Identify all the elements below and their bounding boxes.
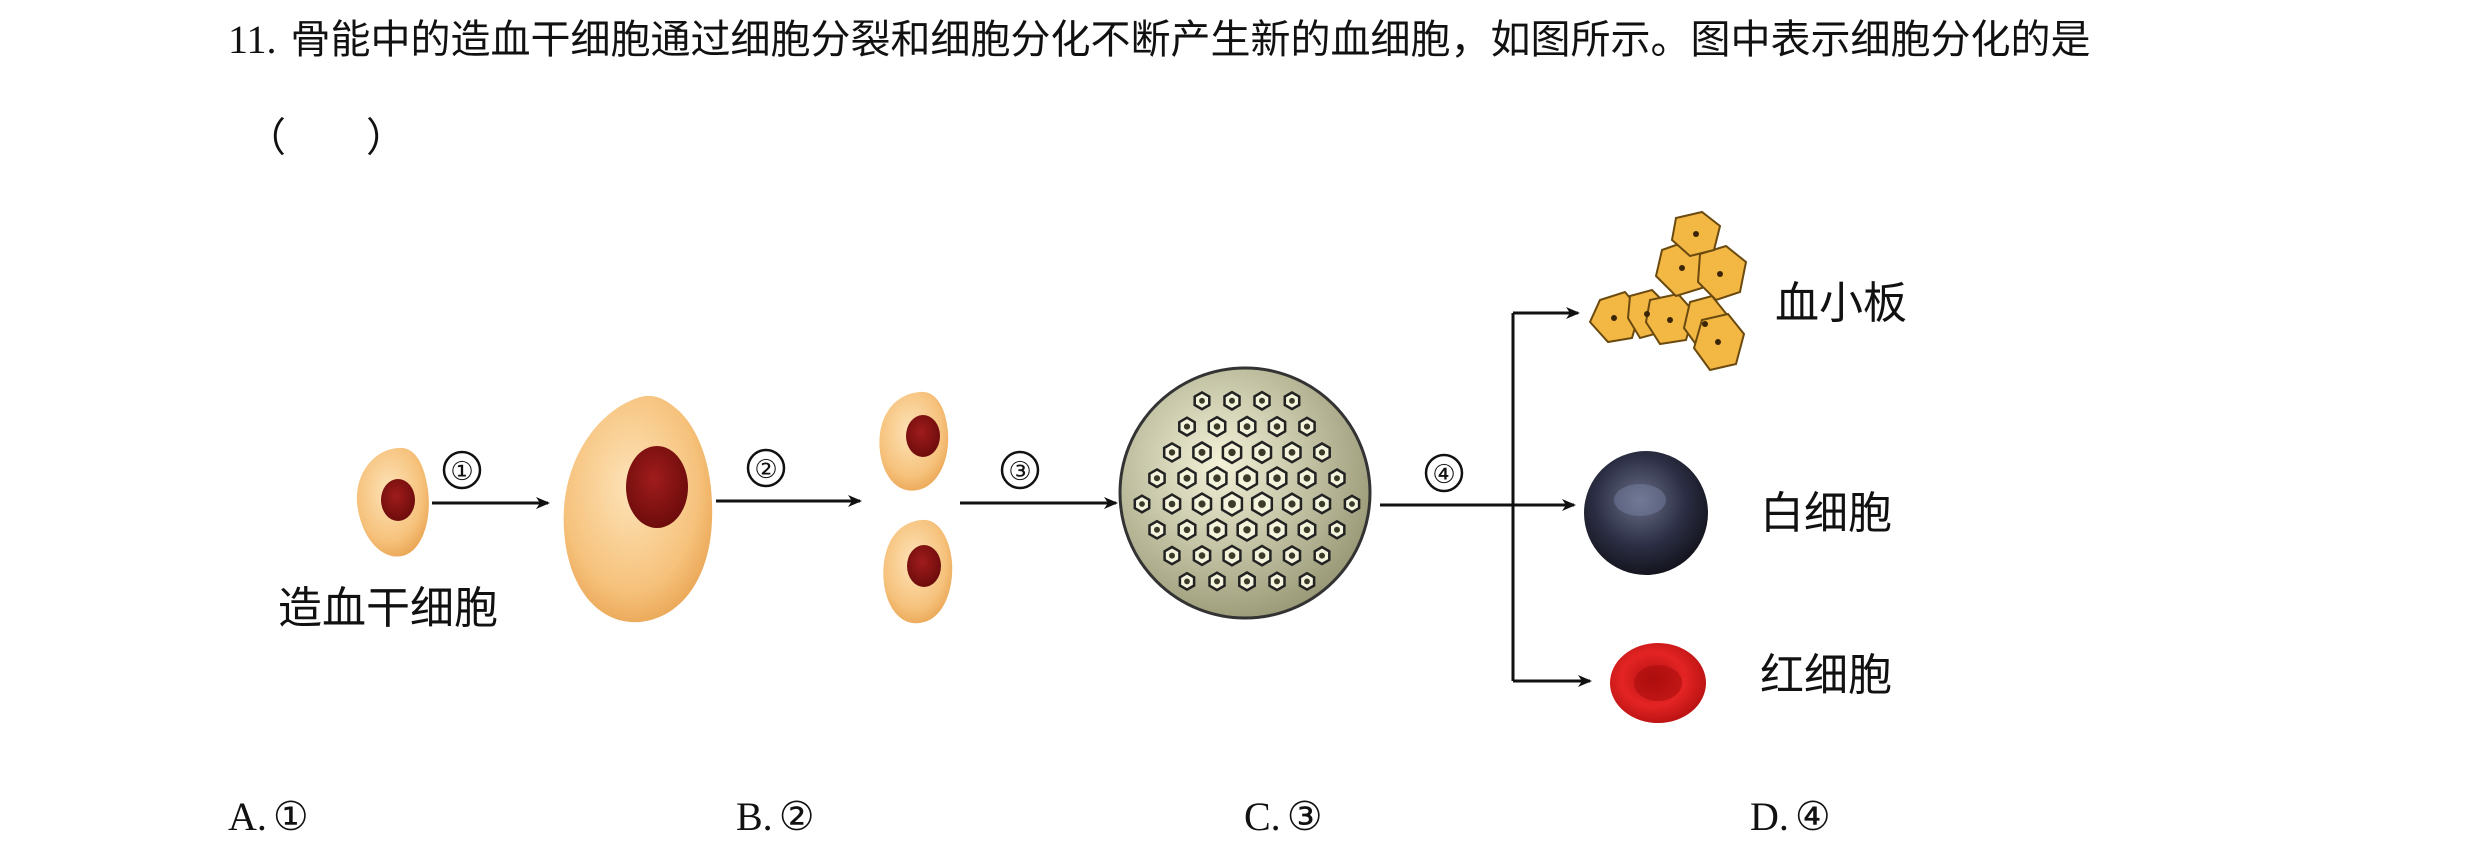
cluster-cell-nucleus <box>1243 526 1251 534</box>
cluster-cell-nucleus <box>1303 474 1311 482</box>
step-2-label: ② <box>754 455 777 485</box>
cluster-cell-nucleus <box>1304 578 1310 585</box>
cluster-cell-nucleus <box>1318 449 1326 456</box>
option-d-letter: D. <box>1750 794 1789 839</box>
cluster-cell-nucleus <box>1273 526 1281 534</box>
white-blood-cell <box>1584 451 1708 575</box>
cluster-cell-nucleus <box>1198 448 1206 456</box>
option-c-letter: C. <box>1244 794 1281 839</box>
cluster-cell-nucleus <box>1154 526 1160 533</box>
cluster-cell-nucleus <box>1274 578 1280 585</box>
question-text: 骨能中的造血干细胞通过细胞分裂和细胞分化不断产生新的血细胞，如图所示。图中表示细… <box>290 17 2091 62</box>
cell-cluster-ball <box>1118 366 1372 620</box>
daughter-cell-top <box>879 391 949 491</box>
cluster-cell-nucleus <box>1243 474 1251 483</box>
cluster-cell-nucleus <box>1183 423 1191 430</box>
cluster-cell-nucleus <box>1273 474 1281 483</box>
cluster-cell-nucleus <box>1213 526 1221 534</box>
platelet-label: 血小板 <box>1775 278 1907 329</box>
cluster-cell-nucleus <box>1334 475 1340 482</box>
step-3-label: ③ <box>1008 457 1031 487</box>
platelet-cluster <box>1588 210 1748 372</box>
cluster-cell-nucleus <box>1228 552 1236 559</box>
daughter-cell-bottom <box>883 519 953 624</box>
cluster-cell-nucleus <box>1243 423 1251 430</box>
cluster-cell-nucleus <box>1288 500 1296 508</box>
cluster-cell-nucleus <box>1349 501 1355 507</box>
option-a-letter: A. <box>228 794 267 839</box>
cluster-cell-nucleus <box>1258 448 1266 457</box>
cluster-cell-nucleus <box>1198 500 1206 508</box>
cluster-cell-nucleus <box>1169 552 1175 559</box>
cluster-cell-nucleus <box>1318 500 1326 508</box>
question-number: 11. <box>228 17 277 62</box>
cluster-cell-nucleus <box>1214 578 1220 585</box>
question-stem: 11. 骨能中的造血干细胞通过细胞分裂和细胞分化不断产生新的血细胞，如图所示。图中… <box>228 10 2091 70</box>
cluster-cell-nucleus <box>1243 578 1251 585</box>
answer-options: A.① B.② C.③ D.④ <box>0 793 2480 853</box>
cluster-cell-nucleus <box>1288 552 1296 559</box>
answer-blank: （ ） <box>246 115 406 160</box>
cluster-cell-nucleus <box>1153 475 1161 482</box>
cluster-cell-nucleus <box>1213 474 1221 483</box>
option-d[interactable]: D.④ <box>1750 793 1831 840</box>
cluster-cell-nucleus <box>1198 552 1206 559</box>
option-b-value: ② <box>778 794 815 839</box>
option-c[interactable]: C.③ <box>1244 793 1323 840</box>
cluster-cell-nucleus <box>1288 449 1296 456</box>
option-a[interactable]: A.① <box>228 793 309 840</box>
step-4-circle <box>1424 453 1464 493</box>
enlarged-cell <box>563 395 713 623</box>
option-c-value: ③ <box>1286 794 1323 839</box>
cluster-cell-nucleus <box>1168 500 1176 508</box>
option-b[interactable]: B.② <box>736 793 815 840</box>
white-blood-cell-label: 白细胞 <box>1760 488 1892 539</box>
cluster-cell-nucleus <box>1168 449 1176 456</box>
cluster-cell-nucleus <box>1139 501 1145 507</box>
cluster-cell-nucleus <box>1319 552 1325 559</box>
cluster-cell-nucleus <box>1259 397 1265 404</box>
option-d-value: ④ <box>1794 794 1831 839</box>
cluster-cell-nucleus <box>1228 448 1236 457</box>
cluster-cell-nucleus <box>1229 397 1235 404</box>
stem-cell-label: 造血干细胞 <box>278 583 498 634</box>
cluster-cell-nucleus <box>1213 423 1221 430</box>
stem-cell <box>356 447 429 557</box>
cluster-cell-nucleus <box>1183 526 1191 534</box>
cluster-cell-nucleus <box>1303 423 1311 430</box>
step-1-circle <box>442 450 482 490</box>
cluster-cell-nucleus <box>1184 578 1190 585</box>
cluster-cell-nucleus <box>1228 500 1236 508</box>
red-blood-cell-label: 红细胞 <box>1760 650 1892 701</box>
step-2-circle <box>746 448 786 488</box>
cluster-cell-nucleus <box>1183 474 1191 482</box>
cluster-cell-nucleus <box>1334 526 1340 533</box>
step-3-circle <box>1000 450 1040 490</box>
branch-bracket <box>1511 307 1592 687</box>
step-4-label: ④ <box>1432 460 1455 490</box>
cluster-cell-nucleus <box>1289 397 1295 404</box>
cluster-cell-nucleus <box>1258 552 1266 559</box>
cluster-cell-nucleus <box>1199 397 1205 404</box>
step-1-label: ① <box>450 457 473 487</box>
cluster-cell-nucleus <box>1273 423 1281 430</box>
option-a-value: ① <box>272 794 309 839</box>
cluster-cell-nucleus <box>1258 500 1266 508</box>
red-blood-cell <box>1610 643 1706 723</box>
cluster-cell-nucleus <box>1303 526 1311 534</box>
option-b-letter: B. <box>736 794 773 839</box>
